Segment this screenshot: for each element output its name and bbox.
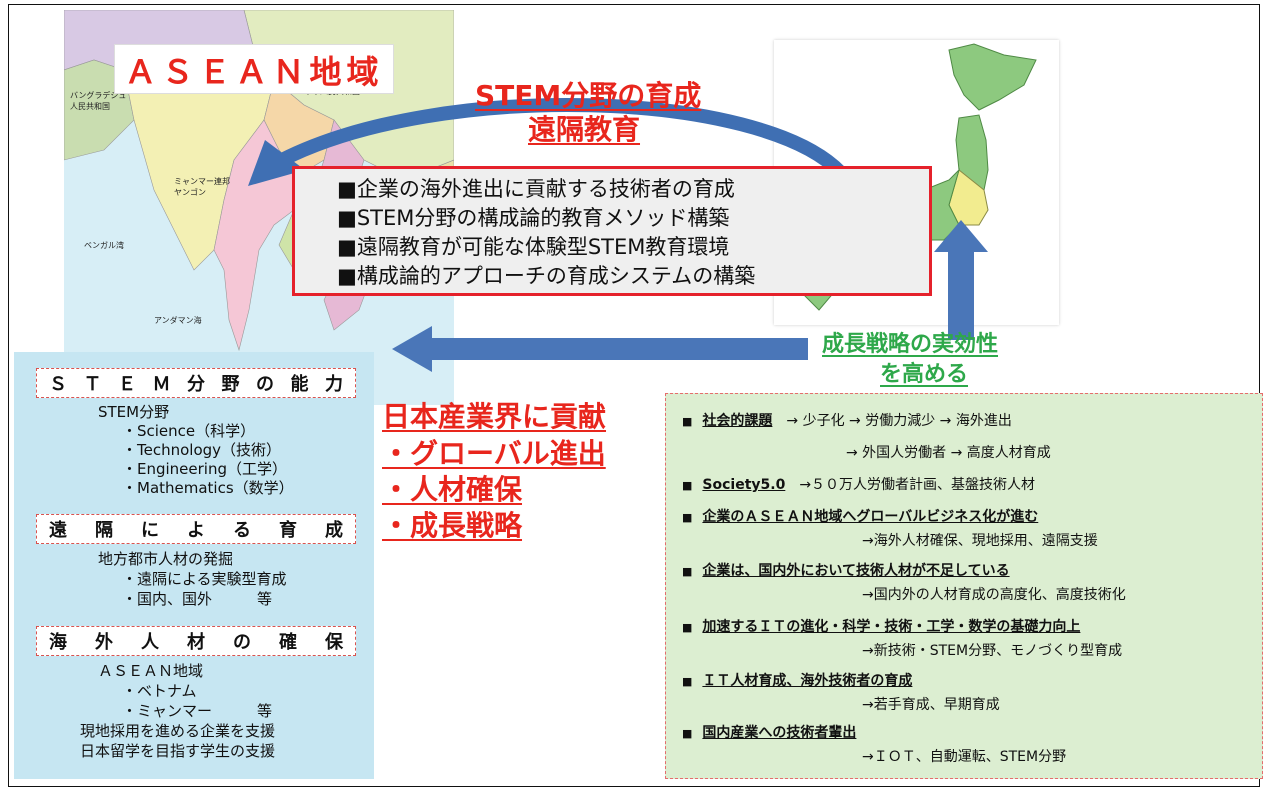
heading-char: に [141, 520, 159, 541]
heading-char: 能 [290, 374, 309, 395]
issue-heading: 企業は、国内外において技術人材が不足している [702, 563, 1010, 579]
contribution-item: ・グローバル進出 [382, 437, 606, 470]
panel-text: ・ベトナム [122, 682, 197, 700]
growth-caption-line1: 成長戦略の実効性 [822, 332, 999, 357]
asean-title: ＡＳＥＡＮ地域 [124, 53, 384, 91]
heading-char: 外 [95, 632, 113, 653]
center-item: ■企業の海外進出に貢献する技術者の育成 [337, 177, 735, 201]
issue-row: ■Society5.0 →５０万人労働者計画、基盤技術人材 [682, 477, 1036, 493]
heading-char: 力 [325, 374, 343, 395]
issue-heading: ＩＴ人材育成、海外技術者の育成 [702, 673, 913, 689]
issue-tail: → 少子化 → 労働力減少 → 海外進出 [772, 413, 1012, 429]
curved-arrow-head [248, 140, 305, 186]
panel-text: 日本留学を目指す学生の支援 [80, 742, 276, 760]
map-label-bengal: ベンガル湾 [84, 241, 124, 250]
heading-char: 材 [187, 632, 205, 653]
panel-text: 現地採用を進める企業を支援 [80, 722, 276, 740]
issue-sub: →海外人材確保、現地採用、遠隔支援 [862, 533, 1098, 549]
issue-row: ■加速するＩＴの進化・科学・技術・工学・数学の基礎力向上 [682, 619, 1081, 635]
heading-char: の [256, 374, 274, 395]
panel-text: ＡＳＥＡＮ地域 [98, 662, 204, 680]
map-label-andaman: アンダマン海 [154, 316, 202, 325]
issue-heading: Society5.0 [702, 477, 786, 493]
issue-row: ■国内産業への技術者輩出 [682, 725, 857, 741]
map-label-myanmar: ミャンマー連邦 ヤンゴン [174, 177, 230, 197]
issue-sub: →新技術・STEM分野、モノづくり型育成 [862, 643, 1123, 659]
panel-text: ・Mathematics（数学） [122, 479, 294, 497]
left-panel: Ｓ Ｔ Ｅ Ｍ 分 野 の 能 力 STEM分野 ・Science（科学） ・T… [14, 352, 374, 779]
panel-text: ・遠隔による実験型育成 [122, 570, 287, 588]
issue-heading: 社会的課題 [702, 413, 773, 429]
remote-headline: 遠隔教育 [528, 113, 641, 146]
growth-caption-line2: を高める [880, 362, 969, 387]
issue-heading: 国内産業への技術者輩出 [702, 725, 857, 741]
left-arrow-head [392, 326, 432, 372]
section-heading-overseas: 海 外 人 材 の 確 保 [36, 626, 356, 656]
issue-sub: →若手育成、早期育成 [862, 697, 1000, 713]
panel-text: ・国内、国外 等 [122, 590, 273, 608]
heading-char: 成 [325, 520, 343, 541]
issue-tail: →５０万人労働者計画、基盤技術人材 [785, 477, 1036, 493]
heading-char: Ｅ [118, 374, 136, 395]
center-item: ■STEM分野の構成論的教育メソッド構築 [337, 206, 730, 230]
curved-arrow-shaft [278, 98, 846, 178]
center-item: ■構成論的アプローチの育成システムの構築 [337, 264, 756, 288]
up-arrow-shaft [948, 250, 974, 340]
heading-char: 人 [141, 632, 159, 653]
asean-title-box [114, 44, 394, 94]
heading-char: Ｍ [152, 374, 171, 395]
issue-row: ■企業のＡＳＥＡＮ地域へグローバルビジネス化が進む [682, 509, 1039, 525]
panel-text: ・Science（科学） [122, 422, 256, 440]
panel-text: ・ミャンマー 等 [122, 702, 273, 720]
left-arrow-shaft [430, 338, 808, 360]
heading-char: 分 [187, 374, 205, 395]
section-heading-remote: 遠 隔 に よ る 育 成 [36, 514, 356, 544]
panel-text: ・Engineering（工学） [122, 460, 288, 478]
heading-char: 野 [221, 374, 240, 395]
up-arrow-head [934, 220, 988, 252]
heading-char: 海 [49, 632, 67, 653]
stem-headline: STEM分野の育成 [475, 79, 702, 112]
issue-row: ■ＩＴ人材育成、海外技術者の育成 [682, 673, 913, 689]
heading-char: 隔 [95, 520, 113, 541]
heading-char: の [233, 632, 251, 653]
heading-char: Ｔ [83, 374, 102, 395]
heading-char: 育 [279, 520, 297, 541]
right-panel: ■社会的課題 → 少子化 → 労働力減少 → 海外進出 → 外国人労働者 → 高… [665, 393, 1263, 779]
center-goals-box: ■企業の海外進出に貢献する技術者の育成 ■STEM分野の構成論的教育メソッド構築… [292, 166, 932, 296]
heading-char: る [233, 520, 251, 541]
section-heading-stem: Ｓ Ｔ Ｅ Ｍ 分 野 の 能 力 [36, 368, 356, 398]
panel-text: 地方都市人材の発掘 [98, 550, 234, 568]
panel-text: STEM分野 [98, 403, 170, 421]
heading-char: 確 [279, 632, 297, 653]
issue-heading: 企業のＡＳＥＡＮ地域へグローバルビジネス化が進む [702, 509, 1039, 525]
heading-char: よ [187, 520, 205, 541]
issue-sub: →ＩＯＴ、自動運転、STEM分野 [862, 749, 1067, 765]
contribution-title: 日本産業界に貢献 [382, 400, 607, 433]
heading-char: 保 [325, 632, 343, 653]
heading-char: Ｓ [49, 374, 67, 395]
panel-text: ・Technology（技術） [122, 441, 282, 459]
map-label-bangladesh: バングラデシュ 人民共和国 [70, 91, 127, 111]
issue-row: ■社会的課題 → 少子化 → 労働力減少 → 海外進出 [682, 413, 1012, 429]
heading-char: 遠 [49, 520, 67, 541]
issue-row: ■企業は、国内外において技術人材が不足している [682, 563, 1010, 579]
issue-sub: → 外国人労働者 → 高度人材育成 [846, 445, 1051, 461]
contribution-item: ・成長戦略 [382, 509, 523, 542]
issue-heading: 加速するＩＴの進化・科学・技術・工学・数学の基礎力向上 [702, 619, 1081, 635]
center-item: ■遠隔教育が可能な体験型STEM教育環境 [337, 235, 730, 259]
contribution-item: ・人材確保 [382, 473, 523, 506]
issue-sub: →国内外の人材育成の高度化、高度技術化 [862, 587, 1126, 603]
